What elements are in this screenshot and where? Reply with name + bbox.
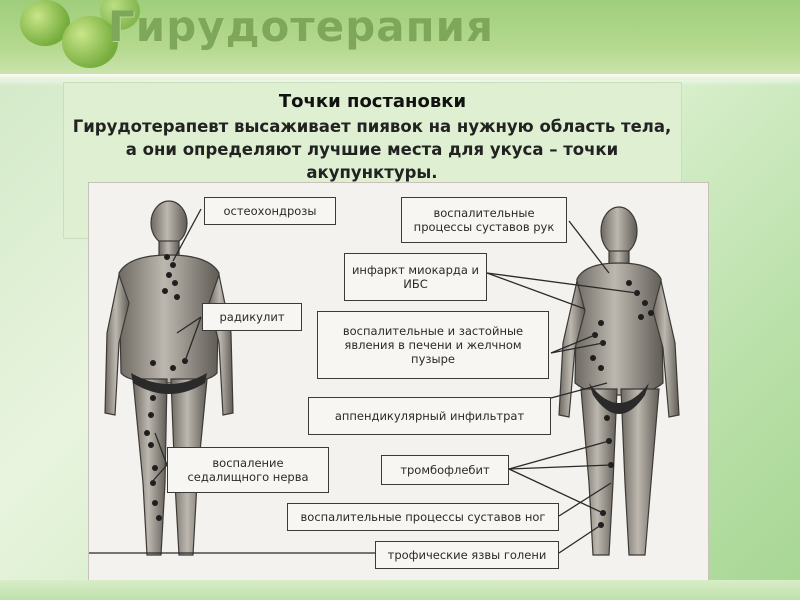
back-figure-briefs <box>131 373 207 394</box>
label-infarction: инфаркт миокарда и ИБС <box>344 253 487 301</box>
label-radiculitis: радикулит <box>202 303 302 331</box>
body-illustration <box>89 200 680 556</box>
section-heading: Точки постановки <box>278 91 467 112</box>
label-osteochondrosis: остеохондрозы <box>204 197 336 225</box>
footer-band <box>0 580 800 600</box>
section-body: Гирудотерапевт высаживает пиявок на нужн… <box>72 117 672 182</box>
back-figure <box>104 200 234 556</box>
label-appendicular: аппендикулярный инфильтрат <box>308 397 551 435</box>
leader-lines <box>89 208 638 554</box>
label-sciatic: воспаление седалищного нерва <box>167 447 329 493</box>
slide-title: Гирудотерапия <box>108 2 495 51</box>
decorative-leaf-icon <box>100 0 140 30</box>
label-ulcers: трофические язвы голени <box>375 541 559 569</box>
decorative-leaf-icon <box>20 0 70 46</box>
label-leg-joints: воспалительные процессы суставов ног <box>287 503 559 531</box>
front-figure-briefs <box>589 383 649 414</box>
label-liver: воспалительные и застойные явления в печ… <box>317 311 549 379</box>
acupuncture-points-figure: остеохондрозы воспалительные процессы су… <box>88 182 709 582</box>
label-thrombophlebitis: тромбофлебит <box>381 455 509 485</box>
label-arm-joints: воспалительные процессы суставов рук <box>401 197 567 243</box>
front-acupoints <box>590 280 654 528</box>
front-figure <box>558 206 680 556</box>
